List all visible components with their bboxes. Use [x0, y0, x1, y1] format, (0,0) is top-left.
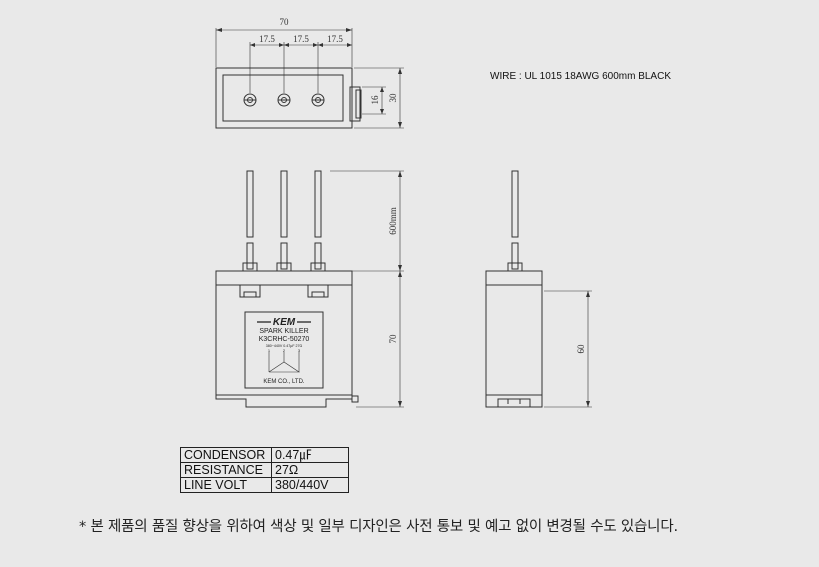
front-view-body [215, 270, 353, 396]
terminal-1 [243, 93, 257, 107]
spec-key: LINE VOLT [180, 477, 272, 493]
label-plate [244, 311, 324, 389]
lead-wire-3 [314, 170, 322, 238]
spec-key: CONDENSOR [180, 447, 272, 463]
top-view-tab [349, 86, 361, 122]
table-row: CONDENSOR 0.47㎌ [180, 447, 349, 463]
spec-value: 0.47㎌ [271, 447, 349, 463]
lead-wire-1 [246, 170, 254, 238]
top-view-inner [222, 74, 344, 122]
table-row: LINE VOLT 380/440V [180, 477, 349, 493]
side-lead-wire [511, 170, 519, 238]
disclaimer-note: * 본 제품의 품질 향상을 위하여 색상 및 일부 디자인은 사전 통보 및 … [79, 519, 678, 535]
label-model: K3CRHC-50270 [259, 336, 310, 343]
label-maker: KEM CO., LTD. [263, 379, 305, 385]
terminal-3 [311, 93, 325, 107]
label-rating: 380~440V 0.47μF 27Ω [266, 344, 303, 348]
spec-table: CONDENSOR 0.47㎌ RESISTANCE 27Ω LINE VOLT… [180, 447, 349, 493]
top-view [215, 28, 404, 129]
lead-wire-2 [280, 170, 288, 238]
dimension-arrows [216, 28, 590, 407]
wire-spec: WIRE : UL 1015 18AWG 600mm BLACK [490, 71, 671, 82]
spec-value: 380/440V [271, 477, 349, 493]
label-brand: KEM [273, 317, 296, 328]
front-view [215, 170, 404, 408]
spec-value: 27Ω [271, 462, 349, 478]
dim-spacing-2: 17.5 [293, 34, 309, 44]
dim-lead-length: 600mm [388, 207, 398, 235]
side-view-body [485, 270, 543, 396]
side-view [485, 170, 592, 408]
dim-height-30: 30 [388, 93, 398, 103]
terminal-2 [277, 93, 291, 107]
label-pin-1: 1 [268, 348, 271, 353]
dim-side-height: 60 [576, 344, 586, 354]
dim-spacing-3: 17.5 [327, 34, 343, 44]
dim-body-height: 70 [388, 334, 398, 344]
label-pin-2: 2 [283, 348, 286, 353]
dim-top-width: 70 [280, 17, 290, 27]
spec-key: RESISTANCE [180, 462, 272, 478]
table-row: RESISTANCE 27Ω [180, 462, 349, 478]
dim-slot-16: 16 [370, 95, 380, 105]
dim-spacing-1: 17.5 [259, 34, 275, 44]
label-pin-3: 3 [298, 348, 301, 353]
label-product: SPARK KILLER [259, 328, 308, 335]
